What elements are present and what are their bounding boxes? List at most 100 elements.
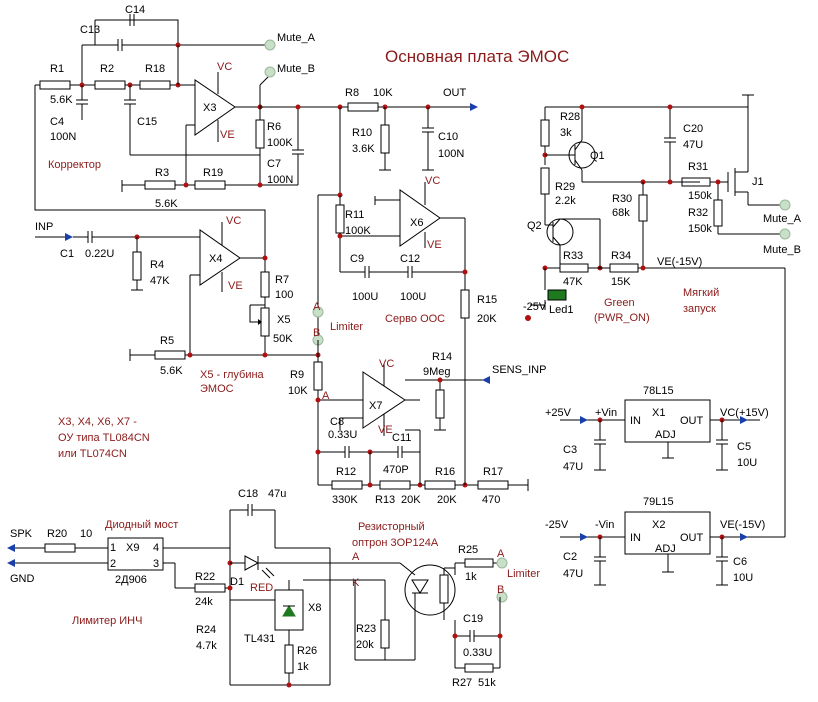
label-r24-val: 4.7k xyxy=(196,640,217,652)
label-x4-vc: VC xyxy=(226,215,241,227)
label-x1-in: IN xyxy=(630,415,641,427)
label-r16-val: 20K xyxy=(437,494,457,506)
label-r22: R22 xyxy=(195,571,215,583)
label-r23: R23 xyxy=(356,623,376,635)
label-x1-adj: ADJ xyxy=(655,429,676,441)
label-x5-depth: X5 - глубина xyxy=(200,369,265,381)
label-corrector: Корректор xyxy=(48,159,101,171)
label-r5-val: 5.6K xyxy=(160,365,183,377)
label-c6: C6 xyxy=(733,556,747,568)
labels: C14 C13 Mute_A Mute_B R1 5.6K R2 R18 C4 … xyxy=(10,4,802,689)
label-r30-val: 68k xyxy=(612,207,630,219)
label-r12-val: 330K xyxy=(332,494,358,506)
label-c6-val: 10U xyxy=(733,572,753,584)
label-c19-val: 0.33U xyxy=(463,647,492,659)
label-r13: R13 xyxy=(375,494,395,506)
label-c7-val: 100N xyxy=(267,174,293,186)
label-r12: R12 xyxy=(336,466,356,478)
label-x8: X8 xyxy=(308,602,321,614)
label-r29-val: 2.2k xyxy=(555,195,576,207)
label-c9: C9 xyxy=(350,253,364,265)
label-x7-ve: VE xyxy=(378,424,393,436)
label-opamp-note-3: или TL074CN xyxy=(58,448,127,460)
label-r2: R2 xyxy=(100,63,114,75)
label-d1: D1 xyxy=(230,576,244,588)
label-resistor-opto-1: Резисторный xyxy=(358,521,425,533)
label-plus-vin: +Vin xyxy=(595,407,617,419)
label-r10-val: 3.6K xyxy=(352,143,375,155)
label-r1-val: 5.6K xyxy=(50,94,73,106)
label-r4-val: 47K xyxy=(150,275,170,287)
label-soft-start-2: запуск xyxy=(683,303,716,315)
label-r9: R9 xyxy=(290,369,304,381)
label-r9-val: 10K xyxy=(288,385,308,397)
label-c10-val: 100N xyxy=(438,148,464,160)
label-78l15: 78L15 xyxy=(643,385,674,397)
label-r15: R15 xyxy=(477,294,497,306)
label-r10: R10 xyxy=(352,127,372,139)
label-c3: C3 xyxy=(563,444,577,456)
label-r30: R30 xyxy=(612,193,632,205)
label-c4: C4 xyxy=(50,116,64,128)
label-x5-depth-2: ЭМОС xyxy=(200,383,234,395)
label-led1: Led1 xyxy=(549,304,573,316)
label-r32-val: 150k xyxy=(688,223,712,235)
label-plus25v: +25V xyxy=(545,407,572,419)
label-x4-ve: VE xyxy=(228,280,243,292)
label-x9-pin2: 2 xyxy=(110,558,116,570)
label-a-opto: A xyxy=(352,551,360,563)
label-x6: X6 xyxy=(410,217,423,229)
label-j1: J1 xyxy=(752,176,764,188)
label-limiter-inch: Лимитер ИНЧ xyxy=(72,615,142,627)
label-x7-vc: VC xyxy=(379,358,394,370)
label-r18: R18 xyxy=(145,63,165,75)
label-r8-val: 10K xyxy=(373,87,393,99)
label-c20: C20 xyxy=(683,123,703,135)
label-x2: X2 xyxy=(652,519,665,531)
label-opamp-note-2: ОУ типа TL084CN xyxy=(58,432,150,444)
label-r14: R14 xyxy=(432,351,452,363)
label-limiter-bottom: Limiter xyxy=(507,568,540,580)
label-x2-adj: ADJ xyxy=(655,543,676,555)
label-r26-val: 1k xyxy=(297,661,309,673)
label-r25-val: 1k xyxy=(465,571,477,583)
label-c5-val: 10U xyxy=(737,457,757,469)
label-c2: C2 xyxy=(563,551,577,563)
label-r33: R33 xyxy=(563,250,583,262)
label-x5: X5 xyxy=(277,314,290,326)
label-a-x7: A xyxy=(322,390,330,402)
label-r24: R24 xyxy=(196,624,216,636)
label-x4: X4 xyxy=(209,253,222,265)
label-c8-val: 0.33U xyxy=(328,429,357,441)
label-x2-out: OUT xyxy=(680,532,704,544)
label-vc-plus-15: VC(+15V) xyxy=(720,407,769,419)
label-x9-pin3: 3 xyxy=(153,558,159,570)
label-c8: C8 xyxy=(330,416,344,428)
label-servo: Серво ООС xyxy=(385,313,445,325)
label-c11-val: 470P xyxy=(383,464,409,476)
label-r31-val: 150k xyxy=(688,190,712,202)
label-soft-start-1: Мягкий xyxy=(683,287,719,299)
label-r7: R7 xyxy=(275,274,289,286)
label-q1: Q1 xyxy=(590,150,605,162)
label-b-mid: B xyxy=(313,327,320,339)
label-r33-val: 47K xyxy=(563,276,583,288)
label-a-bottom: A xyxy=(497,548,505,560)
label-r20: R20 xyxy=(47,528,67,540)
label-minus-vin: -Vin xyxy=(595,519,614,531)
label-c1-val: 0.22U xyxy=(85,248,114,260)
label-pwr-on: (PWR_ON) xyxy=(594,312,650,324)
label-r11: R11 xyxy=(345,209,364,221)
label-r1: R1 xyxy=(50,63,64,75)
label-c14: C14 xyxy=(125,4,145,16)
label-x9: X9 xyxy=(126,542,139,554)
label-r22-val: 24k xyxy=(195,596,213,608)
label-c12: C12 xyxy=(400,253,420,265)
label-tl431: TL431 xyxy=(244,633,275,645)
label-r28: R28 xyxy=(560,111,580,123)
label-r25: R25 xyxy=(458,544,478,556)
label-sens-inp: SENS_INP xyxy=(492,364,546,376)
label-x9-pin4: 4 xyxy=(153,542,159,554)
